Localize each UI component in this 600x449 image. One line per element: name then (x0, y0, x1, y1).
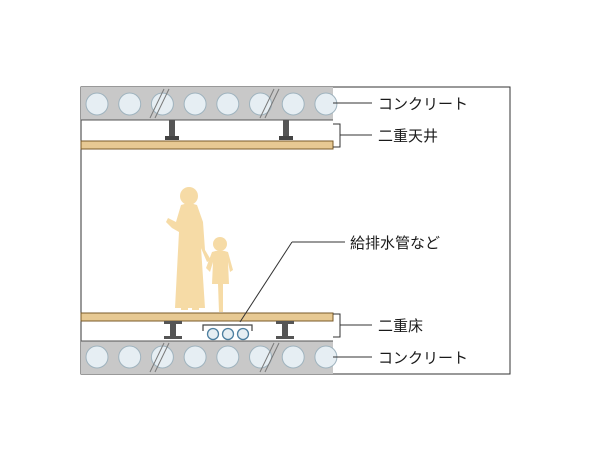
bottom-concrete-slab (81, 340, 338, 374)
ceiling-panel (80, 140, 334, 150)
hollow-core (85, 92, 109, 116)
annotation-leaders (239, 102, 372, 358)
adult-silhouette-icon (166, 187, 211, 310)
hollow-core (183, 92, 207, 116)
hollow-core (216, 92, 240, 116)
hollow-core (281, 92, 305, 116)
pipe-bundle-icon (202, 324, 253, 341)
hollow-core (118, 345, 142, 369)
top-slab-hollow-cores (85, 92, 338, 116)
hollow-core (118, 92, 142, 116)
label-water-pipes: 給排水管など (350, 234, 440, 252)
hollow-core (249, 345, 272, 369)
hollow-core (85, 345, 109, 369)
double-floor-assembly (80, 312, 334, 341)
label-double-ceiling: 二重天井 (378, 127, 438, 145)
top-slab-hatch (149, 88, 280, 119)
child-silhouette-icon (206, 237, 233, 312)
floor-support-right (276, 321, 294, 339)
leader-water-pipes (239, 241, 345, 323)
hatch-line (149, 342, 165, 373)
diagram-frame (80, 86, 511, 375)
label-double-floor: 二重床 (378, 317, 423, 335)
hollow-core (150, 92, 174, 116)
ceiling-hanger-left (165, 120, 179, 140)
hatch-line (154, 88, 170, 119)
hatch-line (259, 342, 275, 373)
hatch-line (154, 342, 170, 373)
label-concrete-top: コンクリート (378, 95, 468, 113)
bracket-double-floor (333, 313, 372, 338)
floor-support-left (164, 321, 182, 339)
top-concrete-slab (81, 87, 338, 121)
bracket-double-ceiling (333, 123, 372, 148)
label-concrete-bottom: コンクリート (378, 349, 468, 367)
hatch-line (264, 342, 280, 373)
hatch-line (149, 88, 165, 119)
hatch-line (264, 88, 280, 119)
hollow-core (314, 92, 338, 116)
bottom-slab-hatch (149, 342, 280, 373)
hatch-line (259, 88, 275, 119)
hollow-core (183, 345, 207, 369)
hollow-core (281, 345, 305, 369)
floor-panel (80, 312, 334, 322)
ceiling-hanger-right (279, 120, 293, 140)
hollow-core (216, 345, 240, 369)
double-ceiling-assembly (80, 120, 334, 150)
